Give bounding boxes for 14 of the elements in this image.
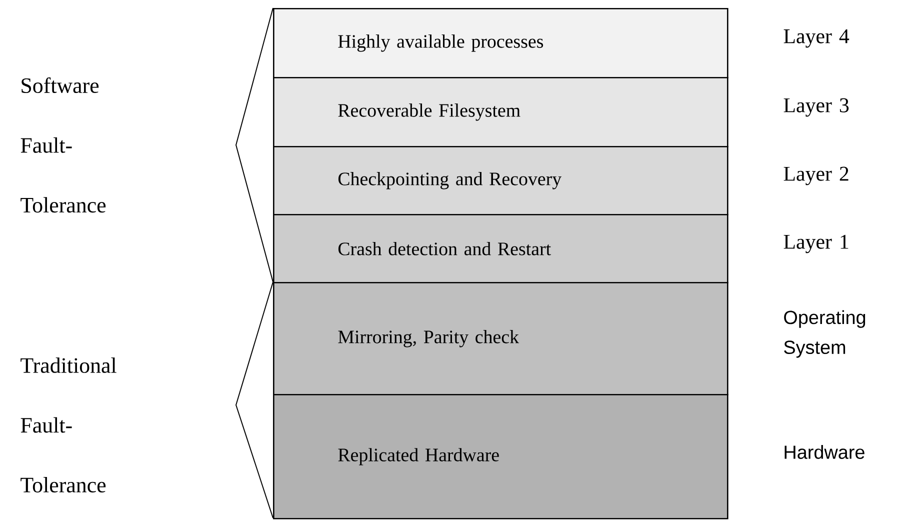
group-label: Software Fault-Tolerance (20, 77, 106, 213)
layer-box: Crash detection and Restart (273, 214, 728, 284)
layer-box: Replicated Hardware (273, 394, 728, 520)
layer-box: Highly available processes (273, 8, 728, 78)
layer-label: Operating System (784, 310, 866, 358)
layer-label: Hardware (784, 445, 864, 459)
layer-box: Mirroring, Parity check (273, 282, 728, 396)
layer-label: Layer 4 (784, 29, 850, 48)
layer-box: Recoverable Filesystem (273, 77, 728, 148)
group-label: Traditional Fault-Tolerance (20, 358, 116, 492)
layer-label: Layer 3 (784, 98, 849, 117)
layer-box: Checkpointing and Recovery (273, 146, 728, 216)
layer-label: Layer 2 (784, 166, 848, 186)
layer-label: Layer 1 (784, 234, 848, 254)
